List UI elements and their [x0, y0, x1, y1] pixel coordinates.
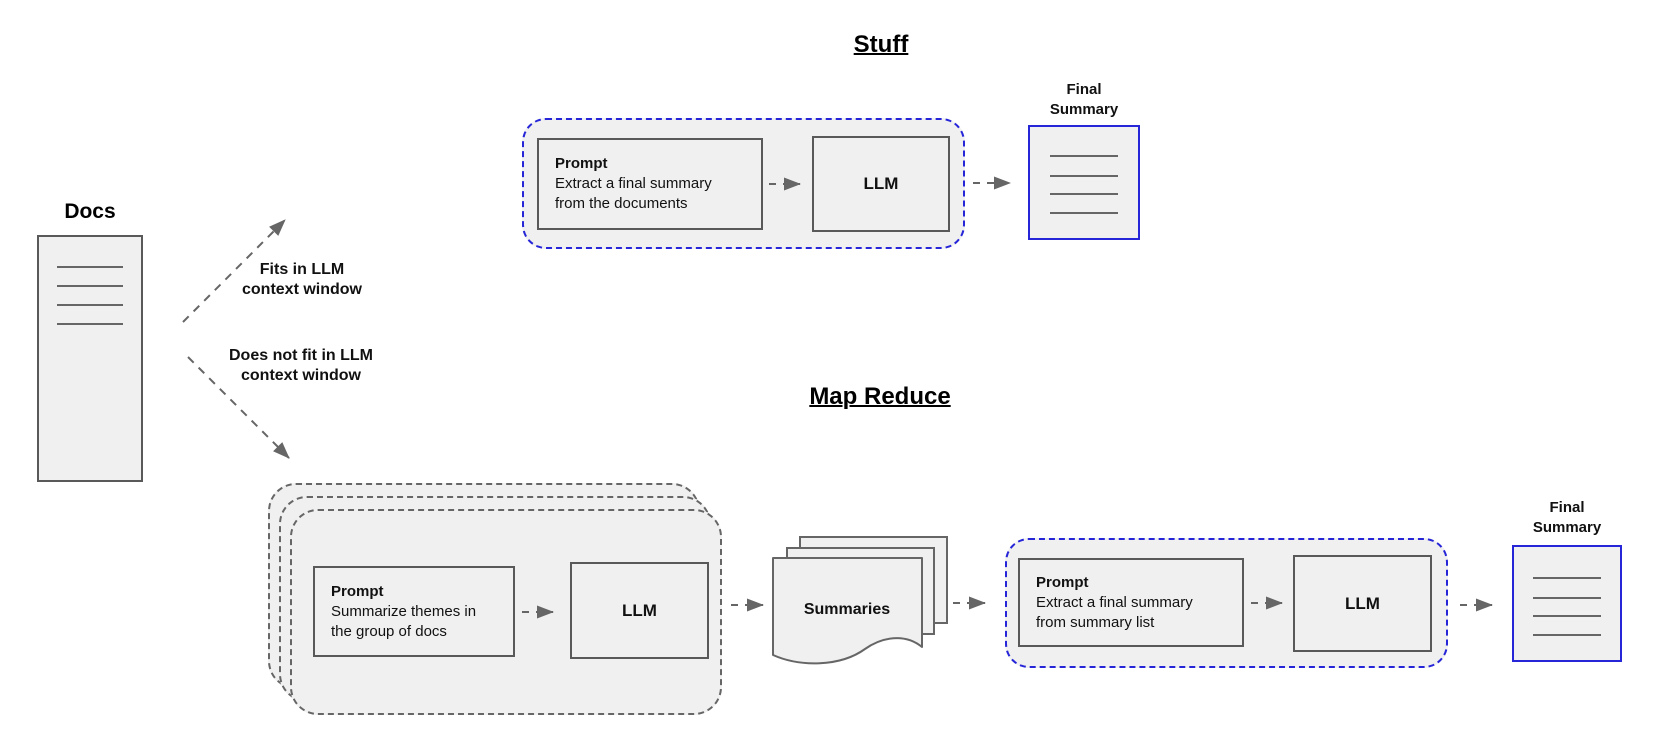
doc-text-line — [57, 304, 123, 306]
stuff-title: Stuff — [853, 31, 909, 58]
doc-text-line — [1533, 634, 1601, 636]
map-reduce-final-summary-box — [1512, 545, 1622, 662]
map-reduce-title: Map Reduce — [809, 383, 951, 410]
reduce-prompt-box: Prompt Extract a final summary from summ… — [1018, 558, 1244, 647]
stuff-prompt-title: Prompt — [555, 155, 608, 172]
doc-text-line — [1050, 155, 1118, 157]
doc-text-line — [57, 266, 123, 268]
doc-text-line — [1050, 193, 1118, 195]
stuff-final-summary-label: Final Summary — [1049, 81, 1119, 118]
does-not-fit-branch-label: Does not fit in LLM context window — [229, 347, 373, 384]
doc-text-line — [1050, 175, 1118, 177]
summaries-front-page-shape — [772, 557, 923, 665]
map-prompt-body: Summarize themes in the group of docs — [331, 602, 477, 640]
docs-box — [37, 235, 143, 482]
docs-label: Docs — [64, 200, 116, 223]
doc-text-line — [57, 323, 123, 325]
stuff-prompt-box: Prompt Extract a final summary from the … — [537, 138, 763, 230]
summaries-label: Summaries — [803, 601, 891, 618]
map-prompt-title: Prompt — [331, 582, 384, 600]
doc-text-line — [1533, 577, 1601, 579]
reduce-prompt-body: Extract a final summary from summary lis… — [1036, 593, 1193, 631]
reduce-llm-box: LLM — [1293, 555, 1432, 652]
summaries-page-front — [772, 557, 923, 665]
stuff-llm-box: LLM — [812, 136, 950, 232]
fits-branch-label: Fits in LLM context window — [242, 261, 362, 298]
doc-text-line — [1533, 597, 1601, 599]
map-prompt-box: Prompt Summarize themes in the group of … — [313, 566, 515, 657]
map-reduce-final-summary-label: Final Summary — [1532, 499, 1602, 536]
reduce-prompt-title: Prompt — [1036, 573, 1089, 591]
stuff-final-summary-box — [1028, 125, 1140, 240]
doc-text-line — [1050, 212, 1118, 214]
map-llm-box: LLM — [570, 562, 709, 659]
doc-text-line — [1533, 615, 1601, 617]
doc-text-line — [57, 285, 123, 287]
stuff-prompt-body: Extract a final summary from the documen… — [555, 175, 712, 212]
